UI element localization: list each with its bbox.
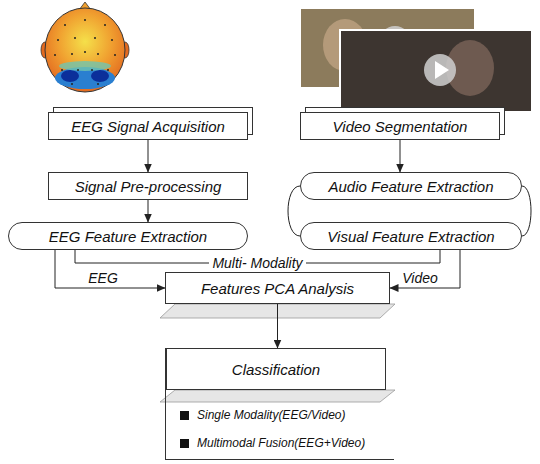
box-label: EEG Signal Acquisition [71, 118, 225, 135]
box-label: Features PCA Analysis [201, 280, 354, 297]
connector [522, 186, 531, 236]
process-box: Signal Pre-processing [48, 172, 248, 200]
box-label: Classification [232, 361, 320, 378]
bullet-square [180, 439, 189, 448]
bullet-text: Single Modality(EEG/Video) [197, 408, 346, 422]
box-label: Visual Feature Extraction [327, 228, 494, 245]
connector [288, 186, 300, 236]
box-label: EEG Feature Extraction [49, 228, 207, 245]
connector [400, 140, 401, 172]
process-box: Video Segmentation [300, 112, 500, 140]
connector [55, 250, 165, 288]
eeg-topomap [41, 2, 129, 92]
box-label: Audio Feature Extraction [328, 178, 493, 195]
feature-box: Visual Feature Extraction [300, 222, 522, 250]
connector [277, 304, 278, 348]
bullet-row: Multimodal Fusion(EEG+Video) [180, 434, 394, 462]
bullet-row: Single Modality(EEG/Video) [180, 406, 394, 434]
bullet-text: Multimodal Fusion(EEG+Video) [197, 436, 365, 450]
edge-label: Multi- Modality [209, 255, 305, 271]
video-thumbnails [300, 8, 532, 112]
process-box: Features PCA Analysis [165, 272, 390, 304]
classification-frame: Single Modality(EEG/Video) Multimodal Fus… [165, 348, 394, 460]
connector [390, 250, 460, 288]
process-box: Classification [166, 348, 386, 390]
box-label: Video Segmentation [333, 118, 468, 135]
feature-box: EEG Feature Extraction [8, 222, 248, 250]
edge-label: EEG [85, 270, 121, 286]
connector [148, 200, 149, 222]
feature-box: Audio Feature Extraction [300, 172, 522, 200]
process-box: EEG Signal Acquisition [48, 112, 248, 140]
connector [148, 140, 149, 172]
edge-label: Video [399, 270, 441, 286]
box-label: Signal Pre-processing [75, 178, 222, 195]
bullet-square [180, 411, 189, 420]
classification-shadow [160, 390, 395, 402]
